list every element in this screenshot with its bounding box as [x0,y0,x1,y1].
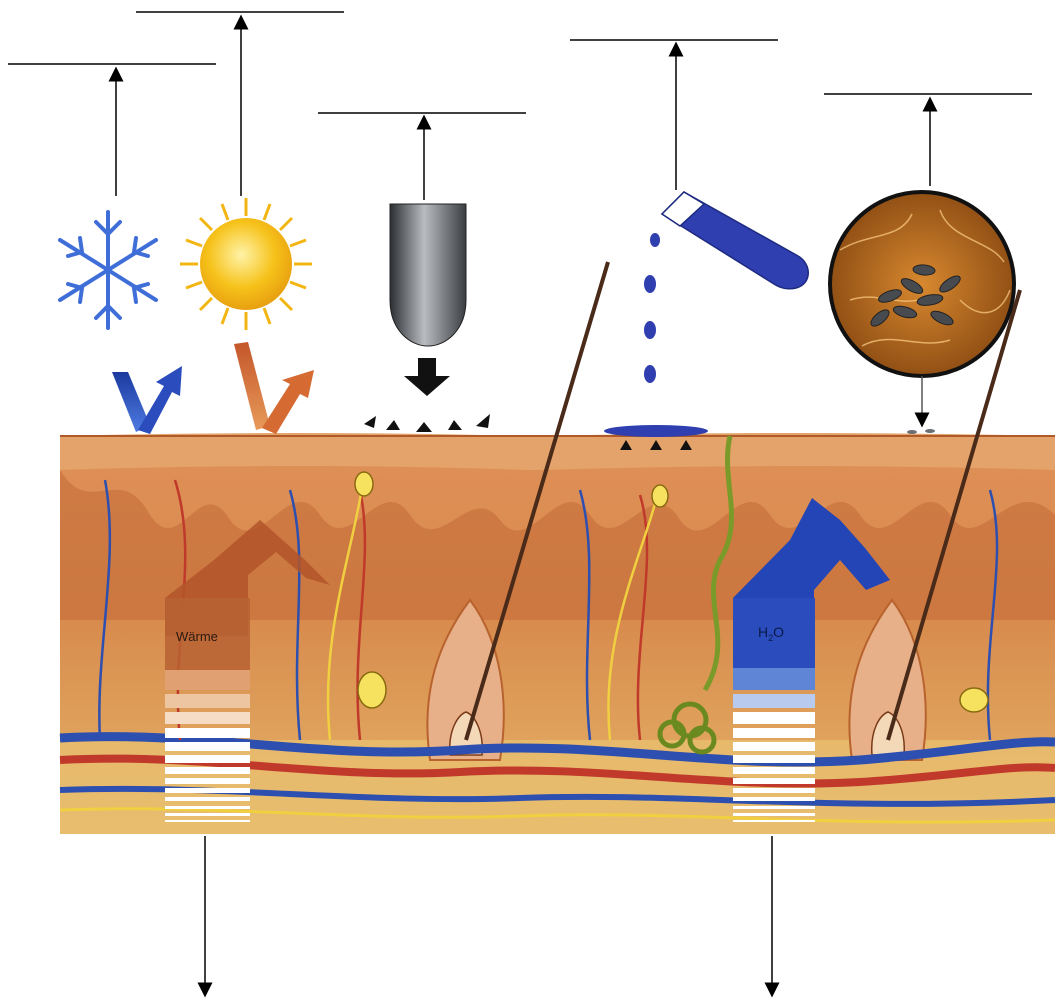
drop [644,321,656,339]
test-tube-icon [644,192,808,383]
receptor [355,472,373,496]
water-label-o: O [773,624,784,640]
label-leaders-bottom [205,836,772,990]
snowflake-icon [60,212,156,328]
drop [650,233,660,247]
cold-reflection-arrows [112,366,182,434]
pressure-probe-icon [390,204,466,396]
drop [644,365,656,383]
receptor [358,672,386,708]
receptor [960,688,988,712]
drop [644,275,656,293]
heat-label: Wärme [176,629,218,644]
receptor [652,485,668,507]
heat-reflection-arrows [234,342,314,434]
label-leaders-top [8,12,1032,200]
pressure-small-arrows [364,414,490,432]
sun-icon [180,198,312,330]
water-label-h: H [758,624,768,640]
